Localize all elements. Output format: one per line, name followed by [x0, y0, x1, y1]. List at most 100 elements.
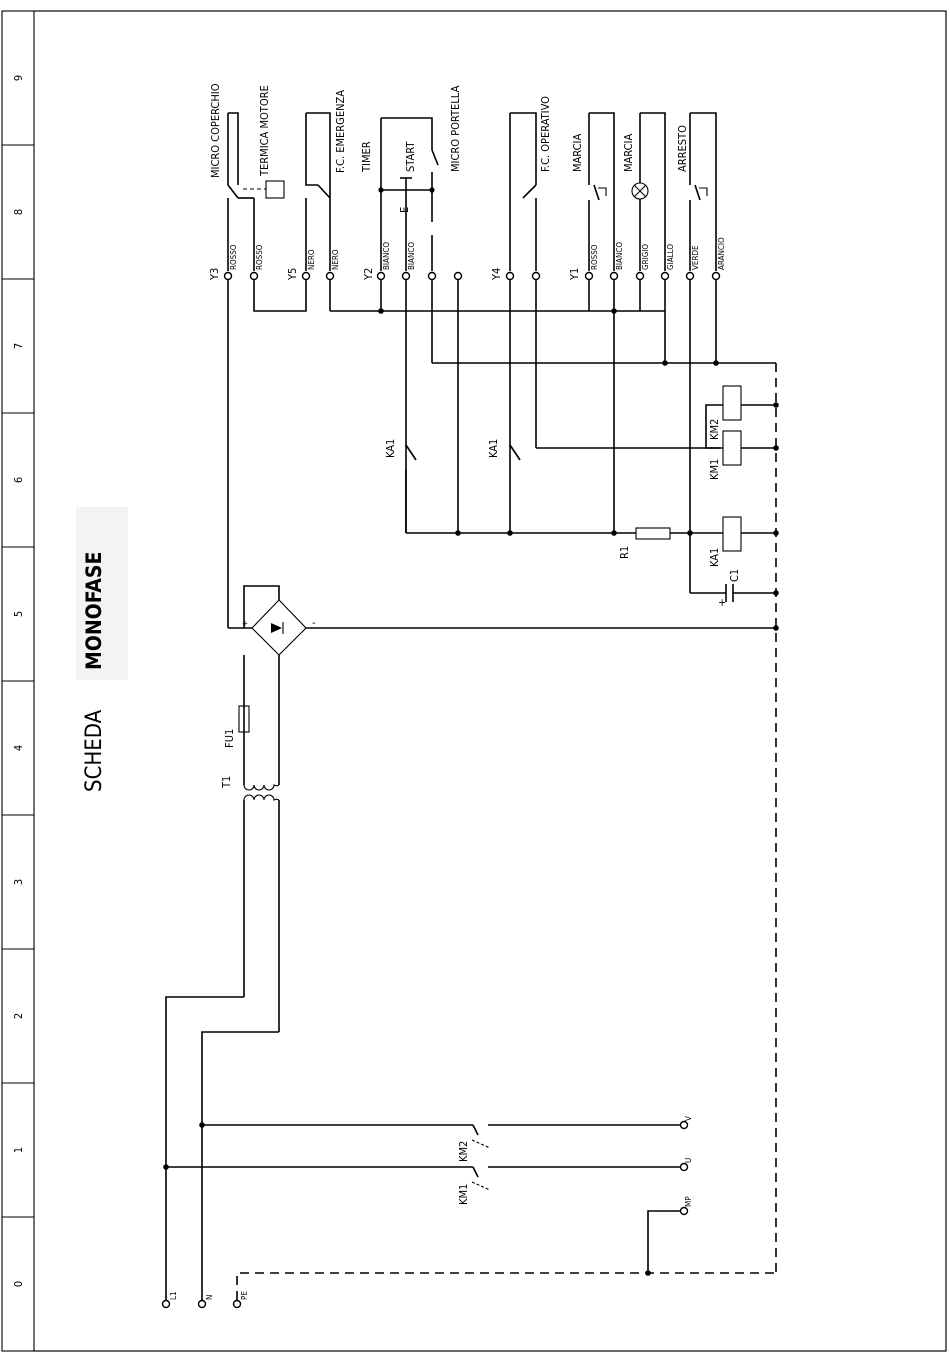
terminal-v — [679, 1120, 689, 1130]
label-fc-operativo: F.C. OPERATIVO — [539, 96, 552, 172]
label-terminal-n: N — [205, 1295, 214, 1300]
title-monofase: MONOFASE — [82, 552, 106, 670]
fuse-fu1 — [238, 705, 250, 733]
label-bridge-minus: - — [312, 616, 316, 629]
zone-3: 3 — [12, 879, 25, 885]
wire-number-y2: Y2 — [362, 268, 375, 281]
wire-color-rosso: ROSSO — [590, 244, 599, 270]
zone-2: 2 — [12, 1013, 25, 1019]
terminal-u — [679, 1162, 689, 1172]
wire-color-bianco: BIANCO — [407, 242, 416, 270]
control-wiring — [227, 112, 779, 1273]
terminal — [325, 271, 335, 281]
terminal-l1 — [161, 1299, 171, 1309]
power-wiring — [163, 996, 776, 1300]
zone-8: 8 — [12, 209, 25, 215]
terminal — [223, 271, 233, 281]
wire-color-rosso: ROSSO — [229, 244, 238, 270]
wire-color-nero: NERO — [307, 249, 316, 270]
wire-color-grigio: GRIGIO — [641, 244, 650, 270]
terminal-labels: L1 N PE V U MP — [169, 1116, 693, 1300]
terminal-pe — [232, 1299, 242, 1309]
coil-ka1 — [722, 516, 742, 552]
title-scheda: SCHEDA — [82, 709, 107, 792]
title-highlight — [76, 507, 128, 680]
label-t1: T1 — [220, 776, 233, 789]
wire-color-nero: NERO — [331, 249, 340, 270]
label-timer: TIMER — [360, 141, 373, 173]
wire-color-giallo: GIALLO — [666, 244, 675, 270]
wire-number-y5: Y5 — [286, 268, 299, 281]
wire-color-bianco: BIANCO — [382, 242, 391, 270]
terminal — [660, 271, 670, 281]
zone-6: 6 — [12, 477, 25, 483]
thermal-relay-symbol — [265, 180, 285, 199]
wire-number-y4: Y4 — [490, 268, 503, 281]
label-arresto: ARRESTO — [676, 125, 689, 172]
label-terminal-l1: L1 — [169, 1291, 178, 1300]
device-labels: MICRO COPERCHIO TERMICA MOTORE F.C. EMER… — [209, 83, 689, 213]
terminal — [531, 271, 541, 281]
label-fu1: FU1 — [223, 729, 236, 748]
terminal — [401, 271, 411, 281]
drawing-frame — [1, 10, 947, 1352]
label-c1: C1 — [728, 569, 741, 582]
wire-number-y1: Y1 — [568, 268, 581, 281]
label-bridge-plus: + — [242, 619, 248, 628]
label-marcia-lamp: MARCIA — [622, 134, 635, 172]
zone-5: 5 — [12, 611, 25, 617]
label-km2-contact: KM2 — [457, 1141, 470, 1162]
zone-0: 0 — [12, 1281, 25, 1287]
wire-color-verde: VERDE — [691, 245, 700, 270]
label-terminal-v: V — [684, 1116, 693, 1121]
terminal — [249, 271, 259, 281]
label-termica-motore: TERMICA MOTORE — [258, 85, 271, 177]
label-marcia-button: MARCIA — [571, 134, 584, 172]
terminal — [427, 271, 437, 281]
terminals — [161, 271, 721, 1309]
component-labels: KA1 KA1 KM2 KM1 KA1 R1 C1 + + - FU1 T1 K… — [220, 419, 741, 1205]
terminal — [685, 271, 695, 281]
label-start-marker: E — [398, 207, 411, 213]
label-c1-plus: + — [718, 596, 726, 609]
label-ka1-contact: KA1 — [384, 439, 397, 458]
label-ka1-coil: KA1 — [708, 548, 721, 567]
terminal — [376, 271, 386, 281]
resistor-r1 — [635, 527, 671, 540]
label-km1-contact: KM1 — [457, 1184, 470, 1205]
label-fc-emergenza: F.C. EMERGENZA — [334, 90, 347, 173]
zone-9: 9 — [12, 75, 25, 81]
zone-1: 1 — [12, 1147, 25, 1153]
terminal — [301, 271, 311, 281]
label-micro-coperchio: MICRO COPERCHIO — [209, 83, 222, 178]
label-r1: R1 — [618, 546, 631, 559]
terminal — [609, 271, 619, 281]
terminal — [453, 271, 463, 281]
label-km1-coil: KM1 — [708, 459, 721, 480]
wire-color-bianco: BIANCO — [615, 242, 624, 270]
wire-labels: Y3 Y5 Y2 Y4 Y1 ROSSO ROSSO NERO NERO BIA… — [208, 237, 726, 281]
transformer-t1 — [243, 784, 280, 1032]
wire-number-y3: Y3 — [208, 268, 221, 281]
terminal — [505, 271, 515, 281]
label-km2-coil: KM2 — [708, 419, 721, 440]
terminal — [635, 271, 645, 281]
zone-4: 4 — [12, 745, 25, 751]
label-micro-portella: MICRO PORTELLA — [449, 85, 462, 172]
terminal-mp — [679, 1206, 689, 1216]
label-terminal-pe: PE — [240, 1291, 249, 1300]
wire-color-rosso: ROSSO — [255, 244, 264, 270]
terminal — [584, 271, 594, 281]
coil-km1 — [722, 430, 742, 466]
zone-7: 7 — [12, 343, 25, 349]
label-start: START — [404, 141, 417, 172]
label-terminal-mp: MP — [684, 1196, 693, 1207]
terminal — [711, 271, 721, 281]
terminal-n — [197, 1299, 207, 1309]
label-ka1-contact: KA1 — [487, 439, 500, 458]
label-terminal-u: U — [684, 1158, 693, 1163]
zone-numbers: 0 1 2 3 4 5 6 7 8 9 — [12, 75, 25, 1287]
wire-color-arancio: ARANCIO — [717, 237, 726, 270]
coil-km2 — [722, 385, 742, 421]
